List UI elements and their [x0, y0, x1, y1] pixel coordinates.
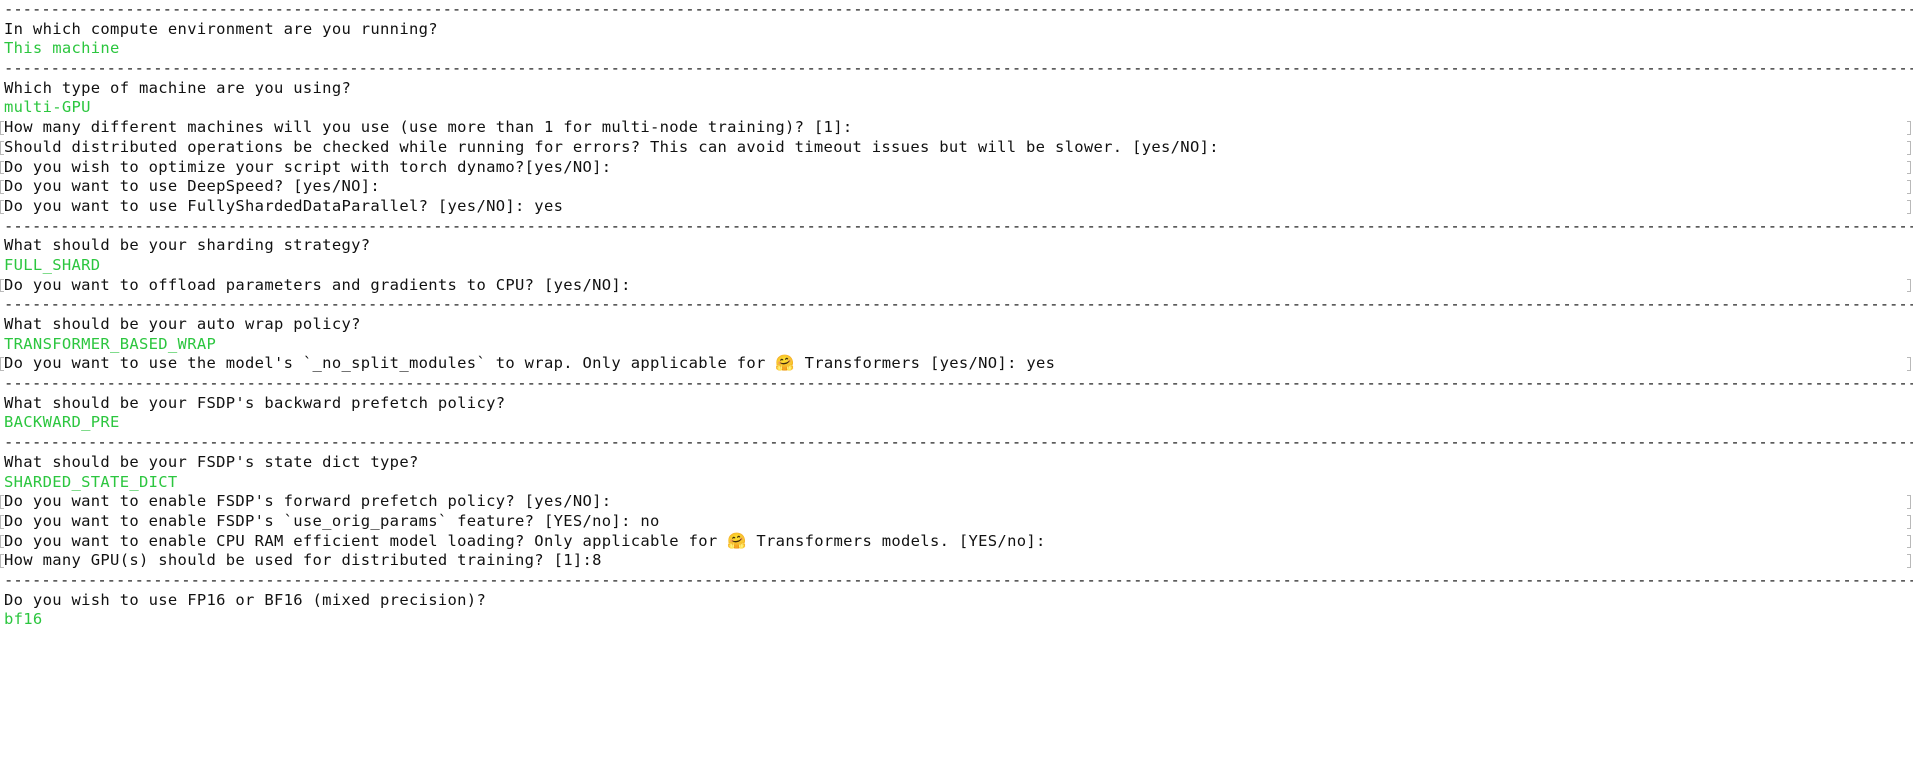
section-separator: ----------------------------------------…: [4, 59, 1913, 78]
prompt-line: Do you want to enable FSDP's `use_orig_p…: [0, 512, 1913, 532]
prompt-line: Do you wish to optimize your script with…: [0, 158, 1913, 178]
section-separator: ----------------------------------------…: [4, 295, 1913, 314]
question-line: What should be your auto wrap policy?: [4, 315, 361, 333]
hugging-face-icon: 🤗: [775, 354, 795, 373]
section-separator: ----------------------------------------…: [4, 374, 1913, 393]
prompt-line: How many different machines will you use…: [0, 118, 1913, 138]
selected-answer: bf16: [4, 610, 43, 629]
prompt-line: Should distributed operations be checked…: [0, 138, 1913, 158]
selected-answer: TRANSFORMER_BASED_WRAP: [4, 334, 217, 353]
question-line: What should be your sharding strategy?: [4, 236, 371, 255]
selected-answer: multi-GPU: [4, 98, 91, 117]
prompt-line: Do you want to offload parameters and gr…: [0, 276, 1913, 296]
section-separator: ----------------------------------------…: [4, 0, 1913, 18]
prompt-line: Do you want to use DeepSpeed? [yes/NO]:: [0, 177, 1913, 197]
section-separator: ----------------------------------------…: [4, 216, 1913, 235]
selected-answer: BACKWARD_PRE: [4, 413, 120, 432]
question-line: What should be your FSDP's state dict ty…: [4, 452, 419, 471]
selected-answer: This machine: [4, 39, 120, 58]
hugging-face-icon: 🤗: [727, 531, 747, 550]
prompt-line: Do you want to enable FSDP's forward pre…: [0, 492, 1913, 512]
selected-answer: FULL_SHARD: [4, 255, 101, 274]
prompt-line: How many GPU(s) should be used for distr…: [0, 551, 1913, 571]
prompt-line: Do you want to use FullyShardedDataParal…: [0, 197, 1913, 217]
prompt-line: Do you want to enable CPU RAM efficient …: [0, 532, 1913, 552]
prompt-line: Do you want to use the model's `_no_spli…: [0, 354, 1913, 374]
question-line: What should be your FSDP's backward pref…: [4, 393, 506, 412]
section-separator: ----------------------------------------…: [4, 433, 1913, 452]
question-line: Do you wish to use FP16 or BF16 (mixed p…: [4, 590, 487, 609]
question-line: In which compute environment are you run…: [4, 19, 438, 38]
selected-answer: SHARDED_STATE_DICT: [4, 472, 178, 491]
question-line: Which type of machine are you using?: [4, 78, 352, 97]
section-separator: ----------------------------------------…: [4, 570, 1913, 589]
